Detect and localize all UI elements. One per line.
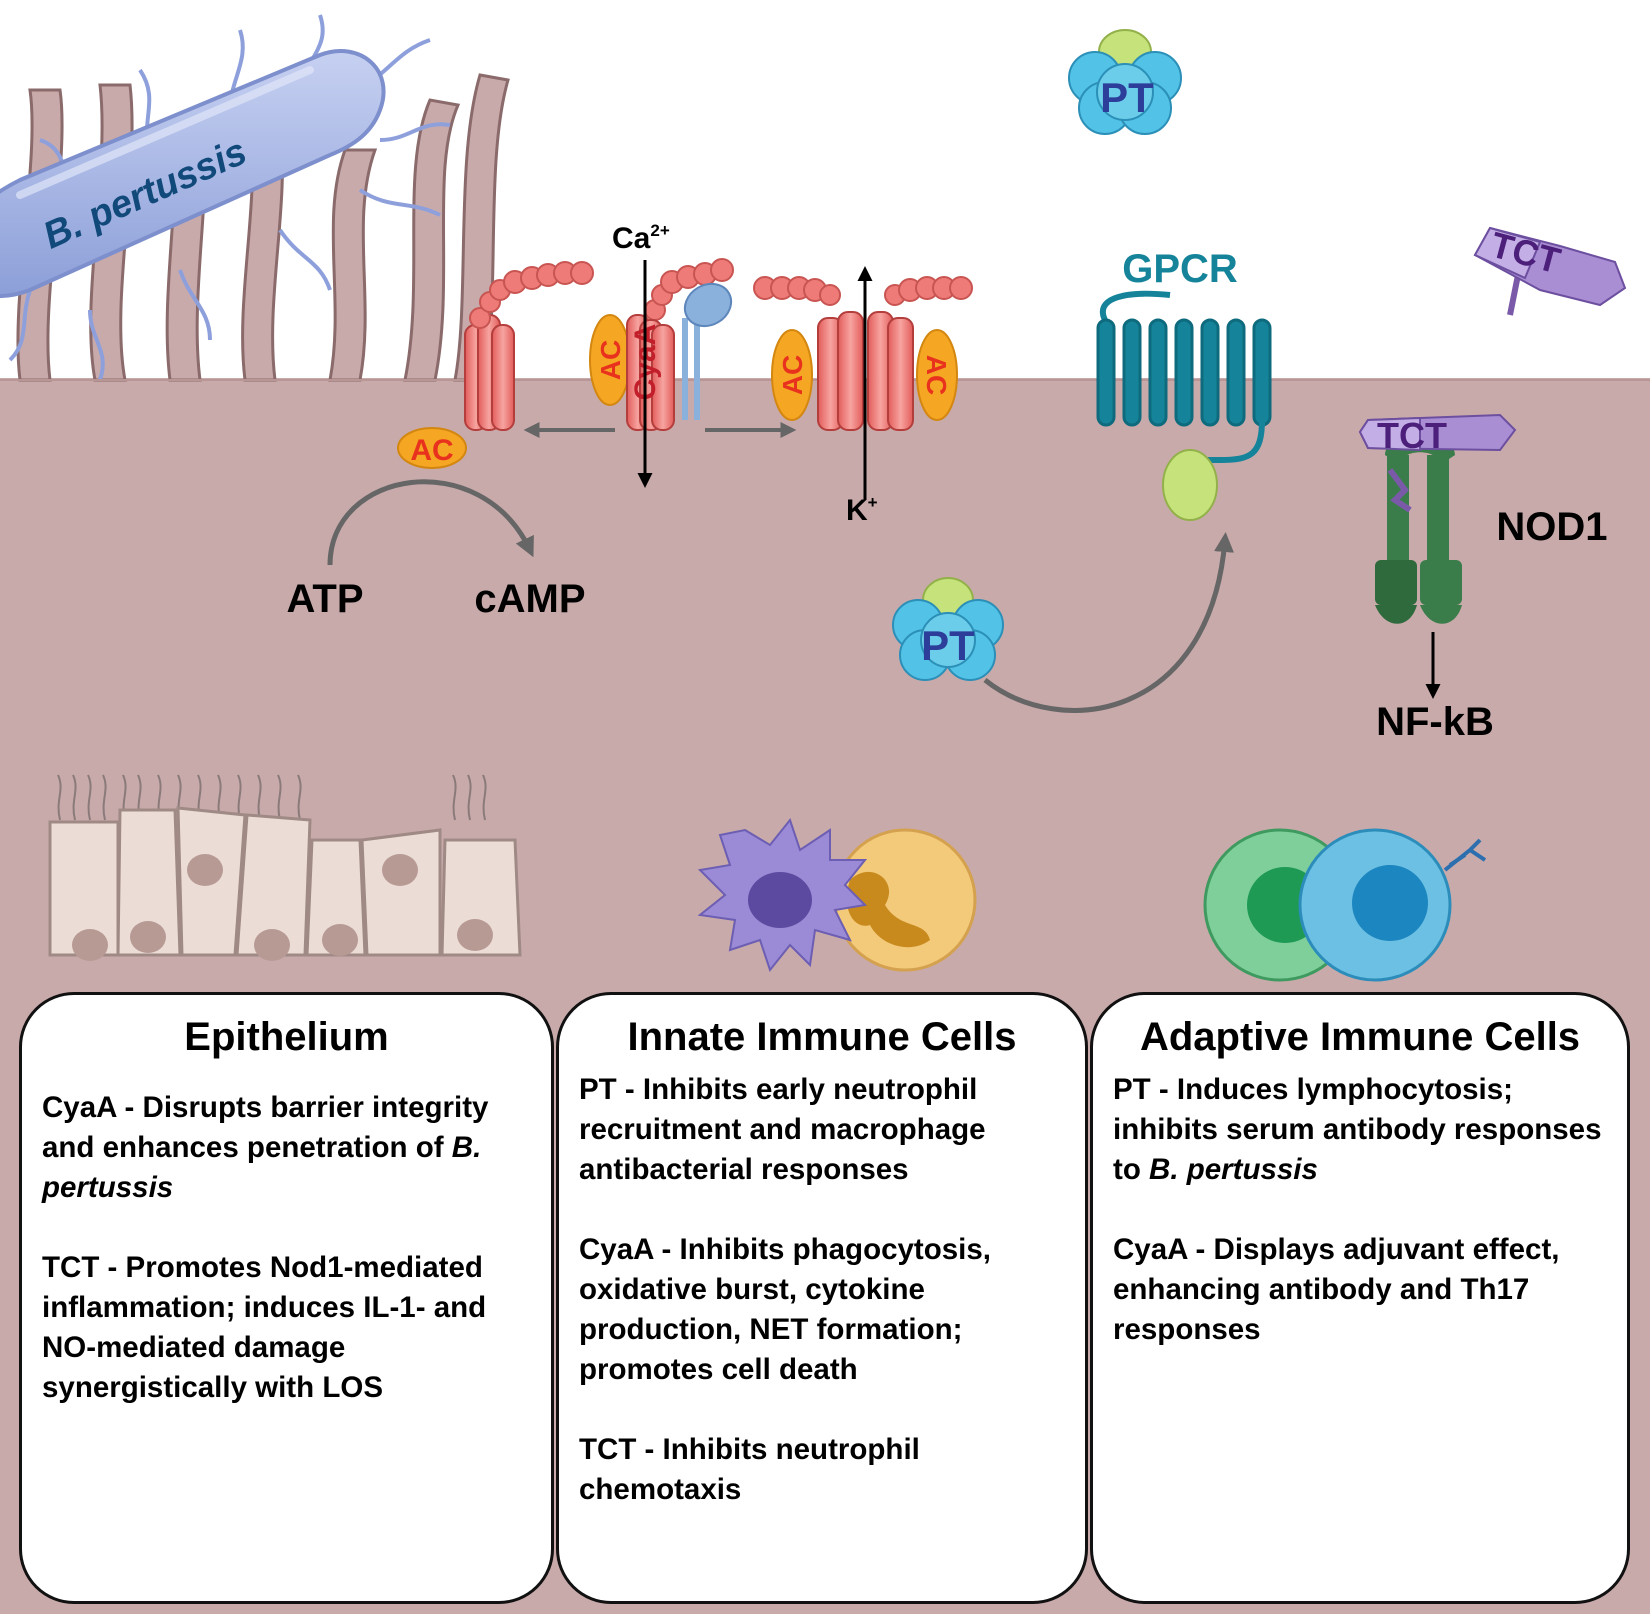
cyaa-pore-right	[753, 276, 973, 431]
potassium-label: K+	[846, 493, 878, 527]
pt-gprotein-arrow	[983, 532, 1234, 713]
ac-right1-label: AC	[777, 355, 808, 395]
epithelium-title: Epithelium	[184, 1015, 389, 1059]
g-protein	[1162, 449, 1218, 521]
adaptive-panel: Adaptive Immune Cells PT - Induces lymph…	[1090, 992, 1630, 1604]
epithelium-item-cyaa: CyaA - Disrupts barrier integrity and en…	[42, 1091, 489, 1204]
ac-domain-left	[397, 427, 467, 469]
ac-right2-label: AC	[921, 355, 952, 395]
nod1-label: NOD1	[1496, 505, 1607, 549]
adaptive-title: Adaptive Immune Cells	[1139, 1015, 1581, 1059]
pertussis-toxin-bottom	[892, 577, 1004, 681]
tct-free	[1473, 226, 1627, 316]
calcium-label: Ca2+	[612, 221, 670, 255]
nod1-receptor	[1358, 413, 1517, 624]
pt-top-label: PT	[1100, 74, 1154, 121]
gpcr-label: GPCR	[1122, 247, 1238, 291]
innate-item-tct: TCT - Inhibits neutrophil chemotaxis	[579, 1433, 920, 1506]
adaptive-item-cyaa: CyaA - Displays adjuvant effect, enhanci…	[1113, 1233, 1560, 1346]
ac-left-label: AC	[410, 434, 453, 467]
cyaa-pore-left	[464, 261, 594, 431]
innate-immune-cells-illustration	[697, 817, 977, 973]
epithelium-panel: Epithelium CyaA - Disrupts barrier integ…	[19, 992, 554, 1604]
atp-camp-arrow	[327, 479, 534, 566]
bacterium	[0, 14, 451, 381]
innate-item-pt: PT - Inhibits early neutrophil recruitme…	[579, 1073, 986, 1186]
gpcr-receptor	[1096, 290, 1272, 463]
atp-label: ATP	[286, 577, 363, 621]
microvilli	[16, 73, 510, 382]
innate-item-cyaa: CyaA - Inhibits phagocytosis, oxidative …	[579, 1233, 991, 1386]
ac-mid-label: AC	[595, 340, 626, 380]
adaptive-item-pt: PT - Induces lymphocytosis; inhibits ser…	[1113, 1073, 1602, 1186]
epithelial-cells-illustration	[48, 774, 522, 961]
innate-panel: Innate Immune Cells PT - Inhibits early …	[556, 992, 1088, 1604]
adaptive-immune-cells-illustration	[1203, 828, 1487, 982]
nfkb-label: NF-kB	[1376, 700, 1494, 744]
tct-bound-label: TCT	[1377, 415, 1447, 456]
pt-bottom-label: PT	[921, 622, 975, 669]
camp-label: cAMP	[474, 577, 585, 621]
epithelium-item-tct: TCT - Promotes Nod1-mediated inflammatio…	[42, 1251, 487, 1404]
pertussis-toxin-top	[1068, 29, 1182, 135]
innate-title: Innate Immune Cells	[627, 1015, 1017, 1059]
